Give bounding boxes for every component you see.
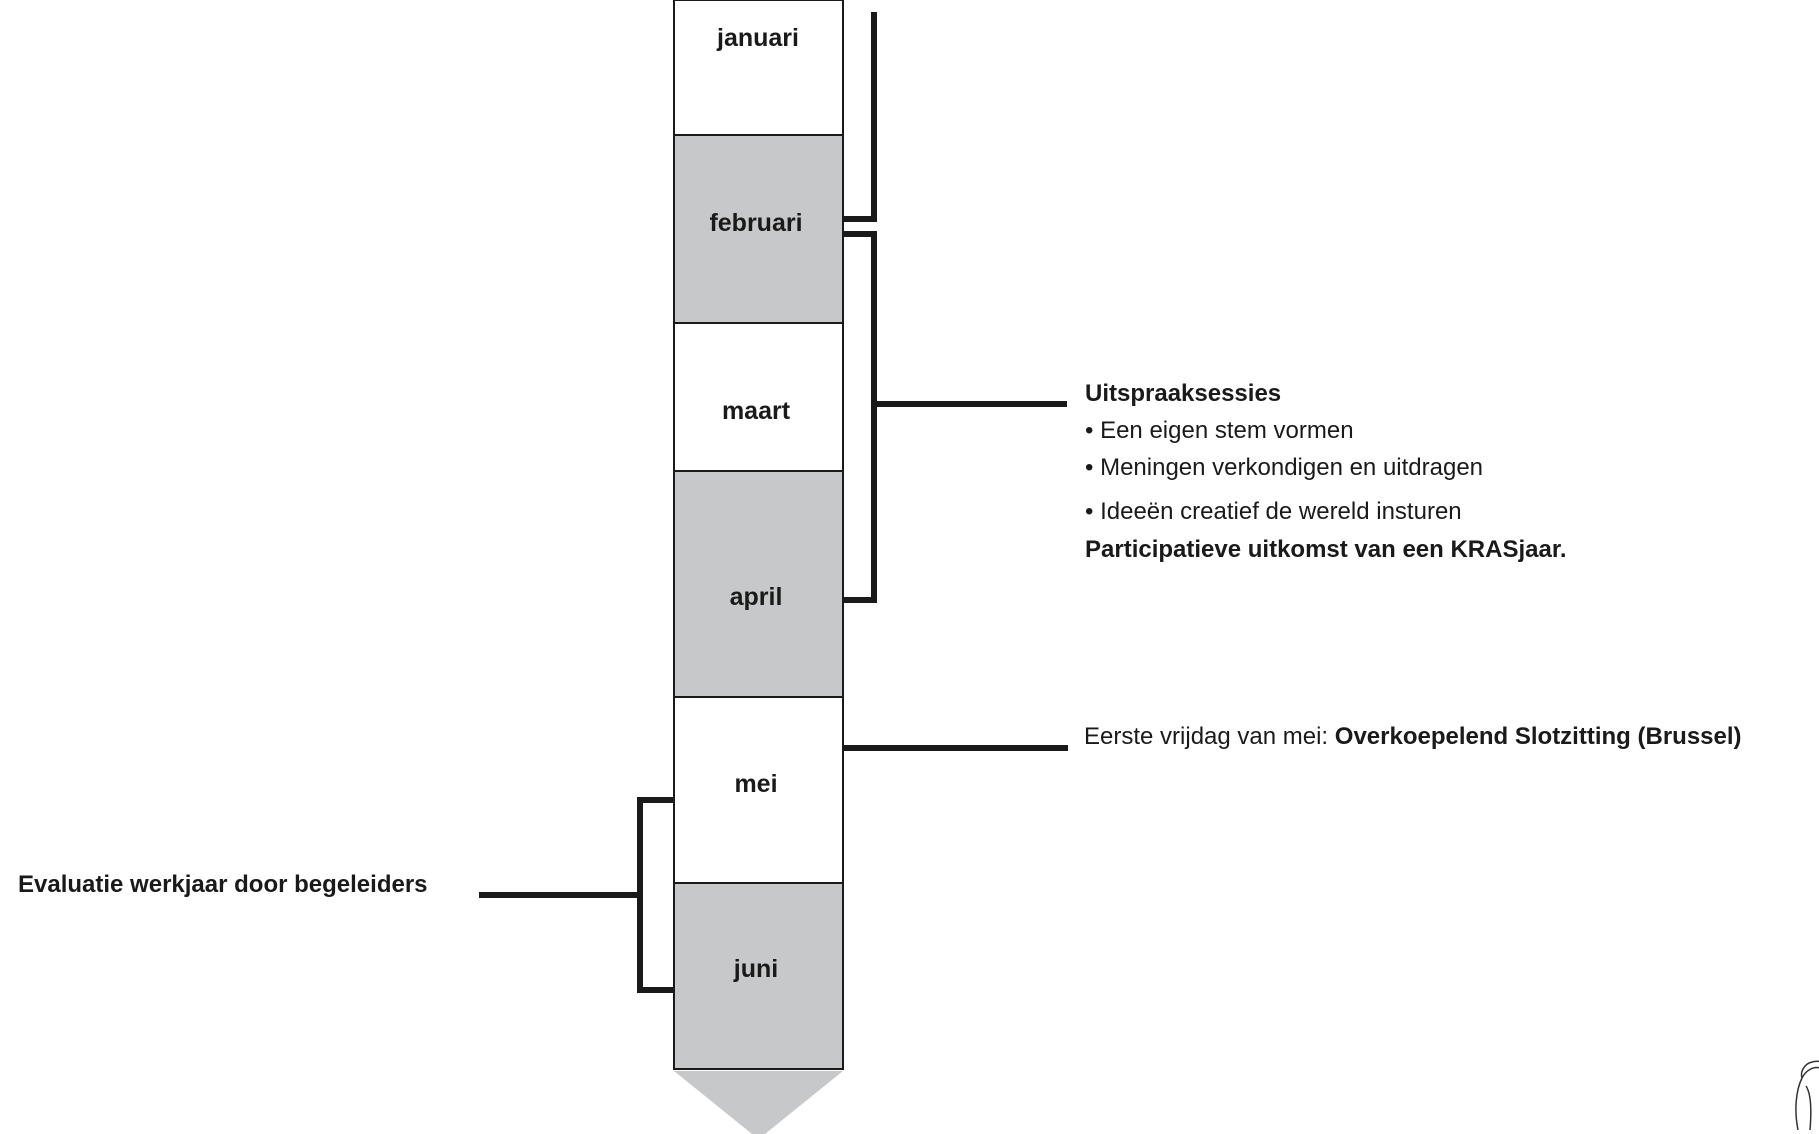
uitspraak-title: Uitspraaksessies [1085,380,1282,407]
month-column [673,0,844,1134]
bracket-mei-juni [637,797,674,993]
uitspraak-bullet-1: • Een eigen stem vormen [1085,419,1354,443]
slotzitting-event: Overkoepelend Slotzitting (Brussel) [1334,723,1742,750]
month-cell-mei [673,696,844,884]
month-label-maart: maart [722,397,791,425]
bullet-dot: • [1085,454,1101,481]
evaluatie-label: Evaluatie werkjaar door begeleiders [18,871,428,898]
timeline-arrow [674,1071,843,1134]
month-label-juni: juni [733,955,778,983]
slotzitting-text: Eerste vrijdag van mei: Overkoepelend Sl… [1084,725,1742,749]
bracket-jan-feb [843,12,877,222]
bullet-dot: • [1085,417,1101,444]
month-label-januari: januari [716,24,799,52]
month-cell-februari [673,134,844,324]
uitspraak-bullet-text: Meningen verkondigen en uitdragen [1100,454,1484,481]
month-cell-januari [673,0,844,136]
uitspraak-bullet-text: Ideeën creatief de wereld insturen [1100,498,1462,525]
bullet-dot: • [1085,498,1101,525]
month-cell-juni [673,882,844,1070]
uitspraak-bullet-3: • Ideeën creatief de wereld insturen [1085,500,1462,524]
uitspraak-bullet-text: Een eigen stem vormen [1100,417,1354,444]
bracket-feb-apr [843,231,877,603]
slotzitting-prefix: Eerste vrijdag van mei: [1084,723,1335,750]
uitspraak-conclusion: Participatieve uitkomst van een KRASjaar… [1085,536,1567,563]
month-label-februari: februari [709,209,802,237]
uitspraak-bullet-2: • Meningen verkondigen en uitdragen [1085,456,1483,480]
corner-sketch-icon [1795,1060,1819,1130]
month-label-april: april [730,583,783,611]
month-label-mei: mei [734,770,777,798]
month-cell-april [673,470,844,698]
